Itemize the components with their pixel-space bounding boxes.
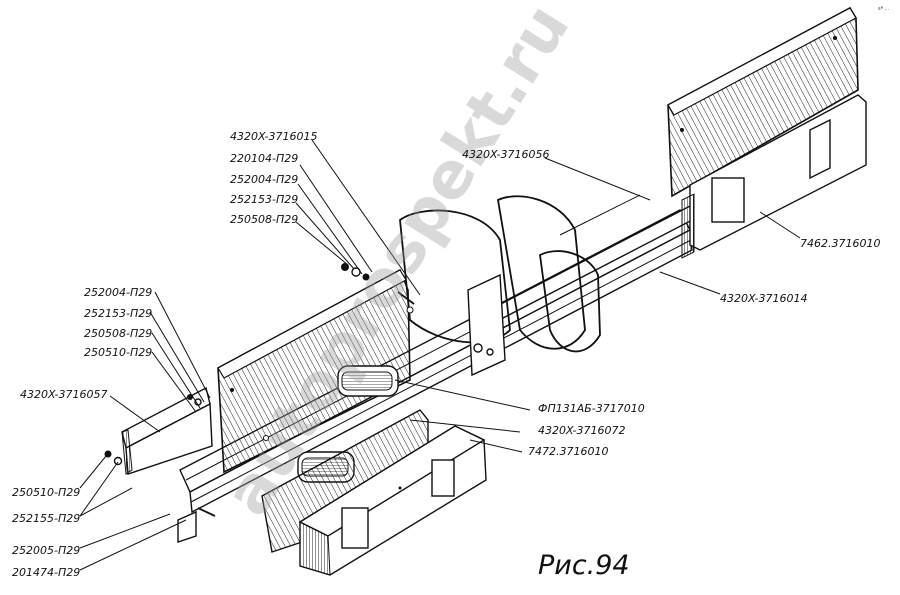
- label-bot-d: 201474-П29: [12, 566, 80, 579]
- label-top-d: 252153-П29: [230, 193, 298, 206]
- label-top-c: 252004-П29: [230, 173, 298, 186]
- figure-caption: Рис.94: [538, 550, 630, 581]
- label-top-a: 4320X-3716015: [230, 130, 317, 143]
- label-bot-c: 252005-П29: [12, 544, 80, 557]
- part-labels: 4320X-3716015 220104-П29 252004-П29 2521…: [12, 130, 880, 579]
- label-right-b: 4320X-3716014: [720, 292, 807, 305]
- label-left-e: 4320X-3716057: [20, 388, 107, 401]
- label-bot-a: 250510-П29: [12, 486, 80, 499]
- left-bracket-panel: [217, 268, 414, 474]
- label-top-b: 220104-П29: [230, 152, 298, 165]
- label-right-a: 7462.3716010: [800, 237, 880, 250]
- label-ctr-a: ФП131АБ-3717010: [538, 402, 645, 415]
- right-lamp: [681, 94, 867, 259]
- bottom-lamp: [298, 425, 487, 576]
- left-short-beam: [121, 386, 213, 475]
- fasteners: [104, 263, 415, 517]
- label-left-b: 252153-П29: [84, 307, 152, 320]
- corner-mark: sª ...: [878, 6, 890, 12]
- label-ctr-c: 7472.3716010: [528, 445, 608, 458]
- label-bot-b: 252155-П29: [12, 512, 80, 525]
- label-ctr-b: 4320X-3716072: [538, 424, 625, 437]
- label-left-d: 250510-П29: [84, 346, 152, 359]
- label-top-e: 250508-П29: [230, 213, 298, 226]
- label-left-a: 252004-П29: [84, 286, 152, 299]
- leader-lines: [79, 139, 801, 571]
- drawing-body: [79, 6, 867, 576]
- right-back-panel: [667, 6, 859, 198]
- label-mid-a: 4320X-3716056: [462, 148, 549, 161]
- label-left-c: 250508-П29: [84, 327, 152, 340]
- center-housings: [399, 195, 601, 377]
